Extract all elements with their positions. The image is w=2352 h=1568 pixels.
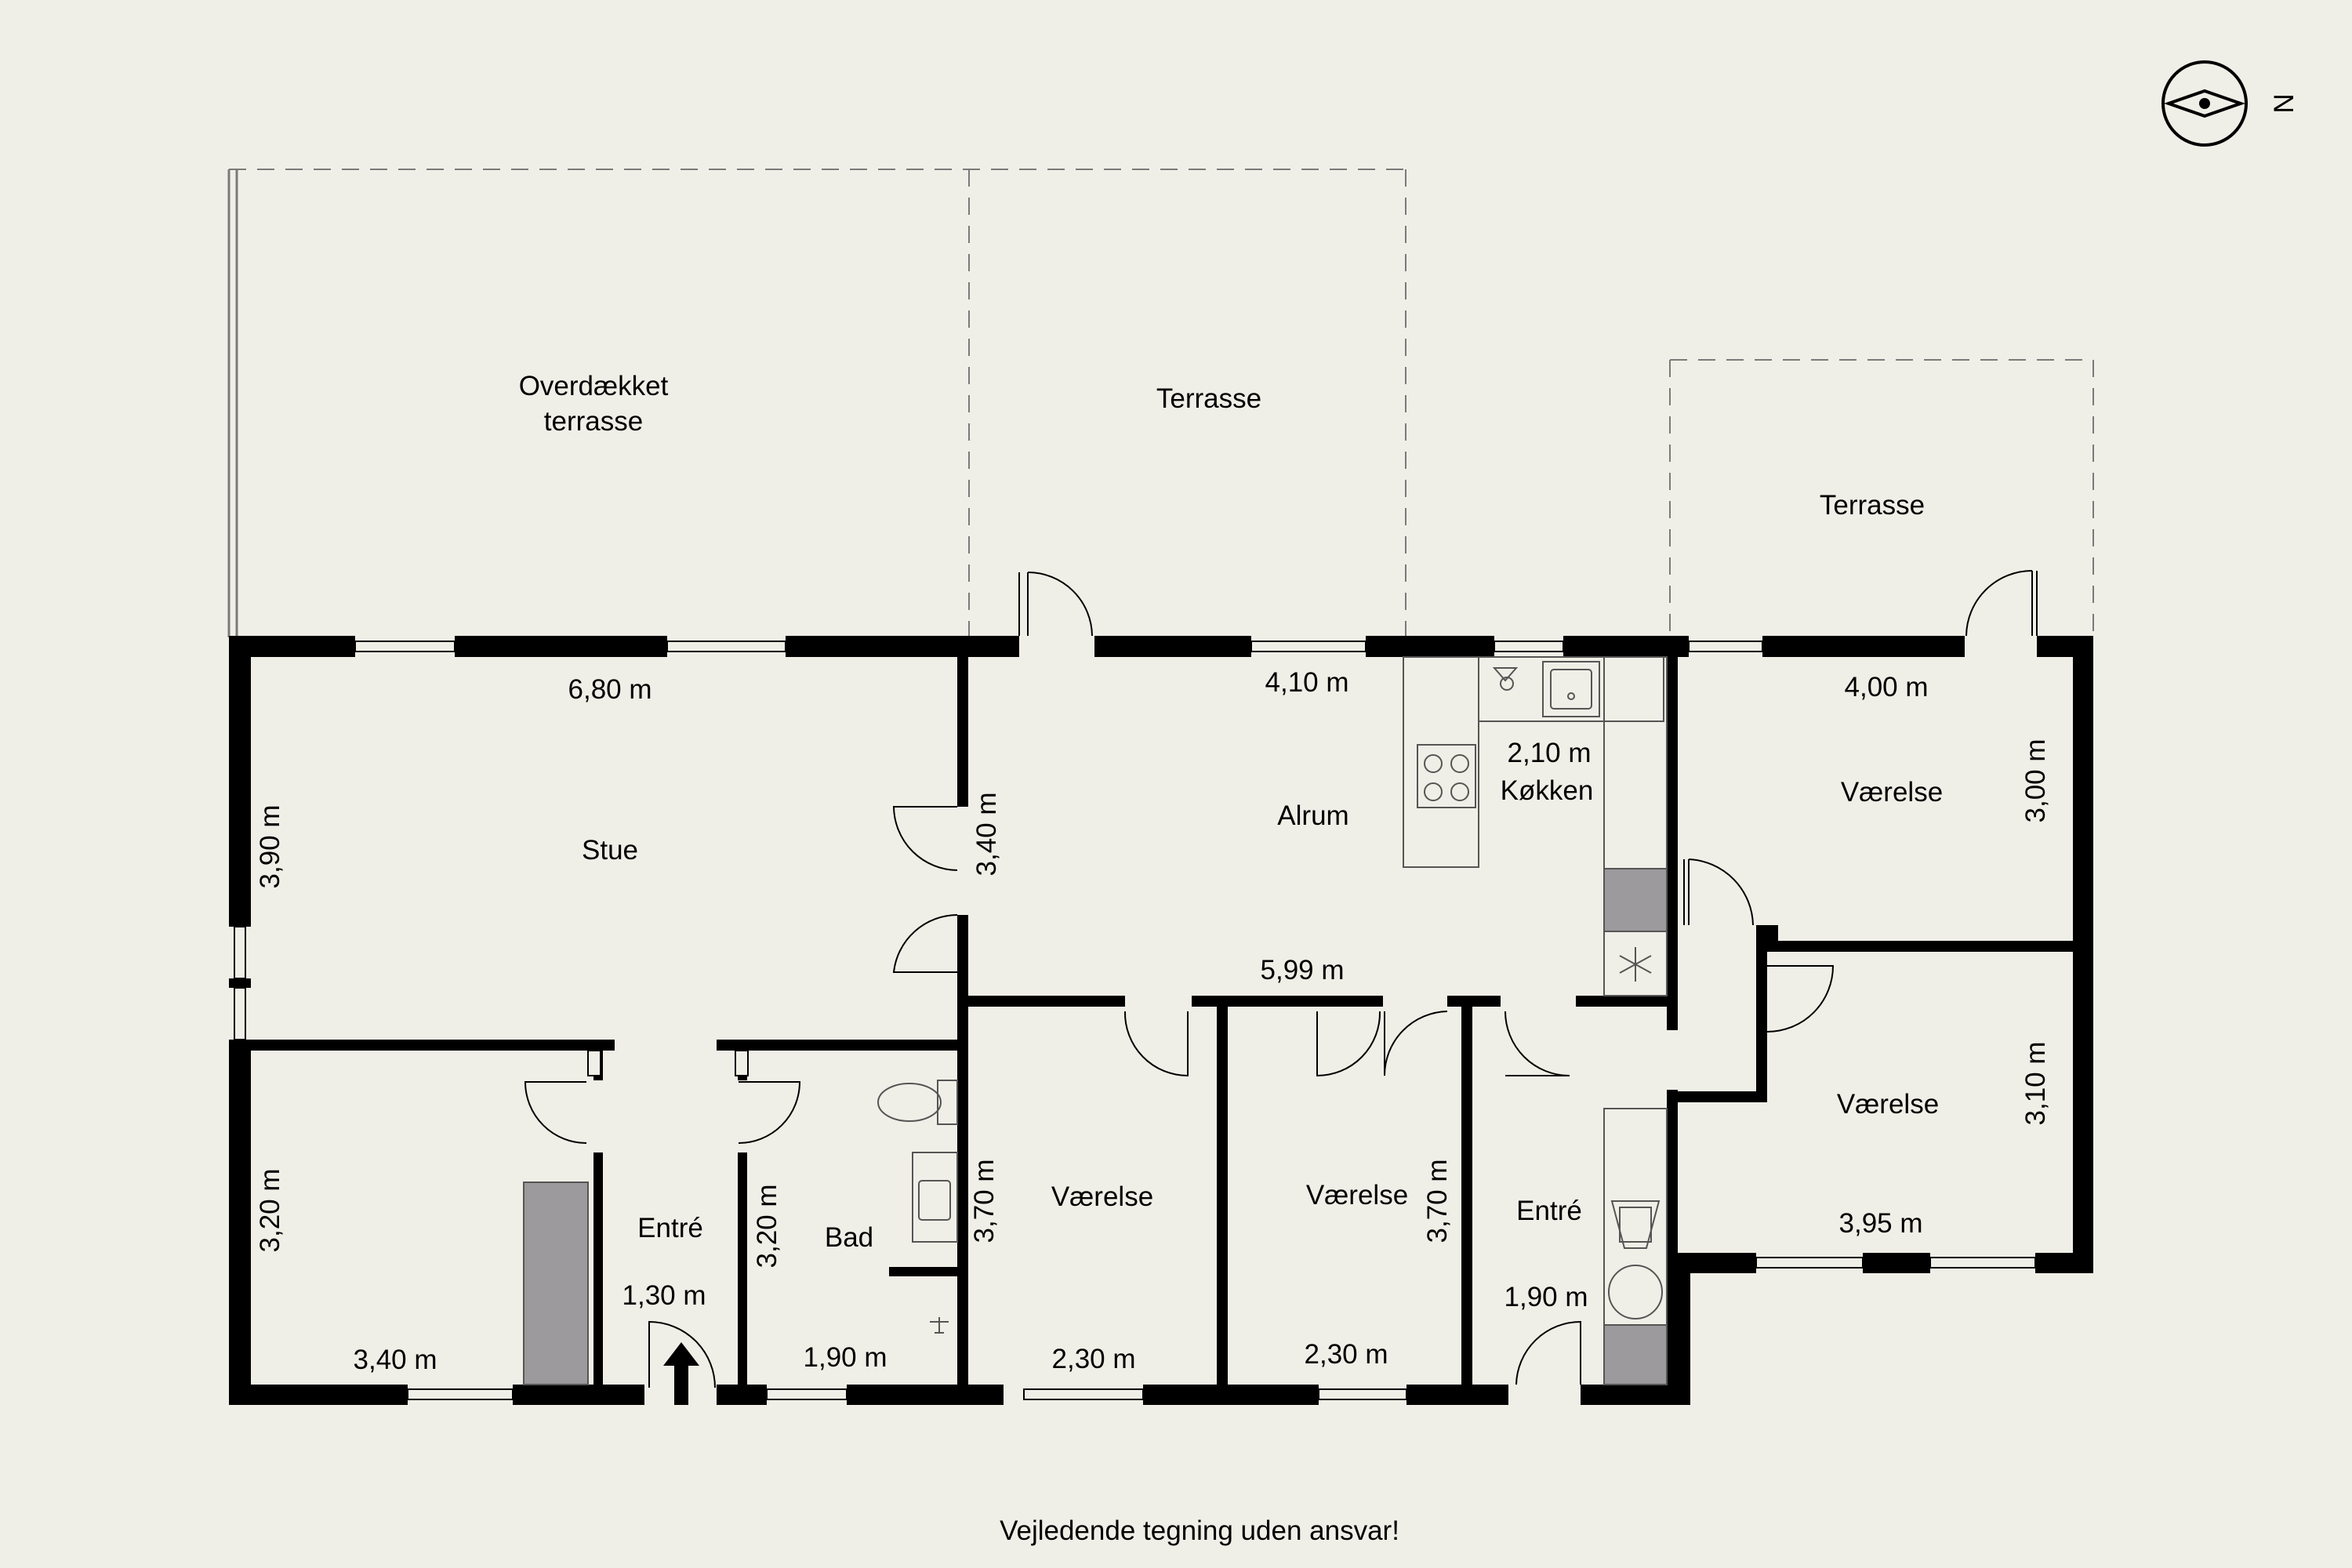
covered-terrace-label-line2: terrasse [544, 406, 643, 437]
room-mid2-name: Værelse [1306, 1180, 1408, 1210]
room-mid1-width: 2,30 m [1052, 1344, 1136, 1374]
freezer-icon [1619, 947, 1652, 982]
room-mid1-depth: 3,70 m [969, 1160, 1000, 1243]
room-mid1-name: Værelse [1051, 1181, 1153, 1212]
terrace-outlines [227, 169, 2094, 637]
room-ne-depth: 3,00 m [2020, 739, 2051, 823]
kitchen-width: 2,10 m [1508, 738, 1592, 768]
labels: Overdækket terrasse Terrasse Terrasse 6,… [255, 371, 2051, 1546]
room-se-name: Værelse [1837, 1089, 1939, 1120]
entrance-arrow-icon [663, 1342, 699, 1405]
bathroom-fixtures [877, 1080, 958, 1334]
terrace-middle-label: Terrasse [1156, 383, 1261, 414]
entry-fixtures [1603, 1108, 1668, 1385]
room-mid2-width: 2,30 m [1305, 1339, 1388, 1370]
bad-width: 1,90 m [804, 1342, 887, 1373]
stue-name: Stue [582, 835, 638, 866]
terrace-right-label: Terrasse [1820, 490, 1925, 521]
bad-name: Bad [825, 1222, 873, 1253]
stue-depth: 3,90 m [255, 805, 285, 889]
compass-north-label: N [2268, 93, 2299, 113]
covered-terrace-label: Overdækket [519, 371, 669, 401]
closet [523, 1181, 589, 1385]
room-mid2-depth: 3,70 m [1422, 1160, 1453, 1243]
disclaimer: Vejledende tegning uden ansvar! [1000, 1515, 1399, 1546]
kitchen-name: Køkken [1501, 775, 1594, 806]
alrum-depth: 3,40 m [971, 793, 1002, 877]
room-sw-width: 3,40 m [354, 1345, 437, 1375]
room-ne-name: Værelse [1841, 777, 1943, 808]
doors [524, 570, 2038, 1388]
alrum-name: Alrum [1277, 800, 1348, 831]
room-ne-width: 4,00 m [1845, 672, 1929, 702]
room-se-width: 3,95 m [1839, 1208, 1923, 1239]
windows [234, 641, 2036, 1400]
bad-depth: 3,20 m [752, 1185, 782, 1269]
entre-side-name: Entré [1516, 1196, 1582, 1226]
entre-side-width: 1,90 m [1504, 1282, 1588, 1312]
walls [229, 636, 2093, 1405]
entre-main-width: 1,30 m [622, 1280, 706, 1311]
stue-width: 6,80 m [568, 674, 652, 705]
room-se-depth: 3,10 m [2020, 1042, 2051, 1126]
alrum-width-bottom: 5,99 m [1261, 955, 1345, 985]
entre-main-name: Entré [637, 1213, 703, 1243]
compass-icon [2161, 60, 2248, 147]
room-sw-depth: 3,20 m [255, 1169, 285, 1253]
kitchen-fixtures [1403, 656, 1668, 996]
alrum-width-top: 4,10 m [1265, 667, 1349, 698]
